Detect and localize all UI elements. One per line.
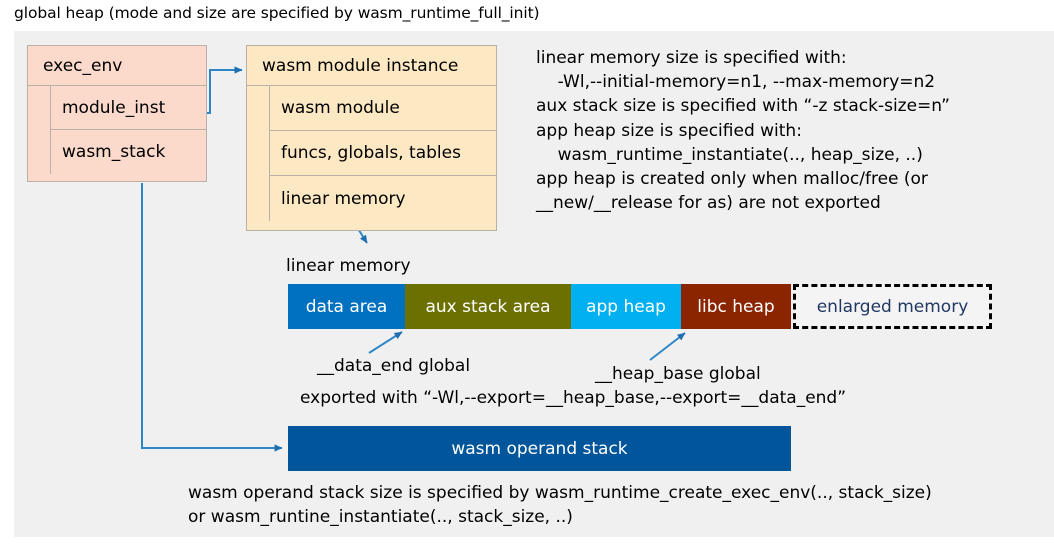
connector-heap-base — [649, 332, 686, 361]
module-instance-indent — [247, 86, 270, 221]
label-data-end-global: __data_end global — [317, 356, 471, 376]
exec-env-row-module-inst: module_inst — [51, 86, 206, 130]
exec-env-title: exec_env — [28, 46, 206, 86]
memory-segment-aux-stack-area: aux stack area — [405, 284, 571, 329]
linear-memory-caption: linear memory — [286, 256, 411, 276]
exec-env-rows: module_inst wasm_stack — [51, 86, 206, 174]
wasm-operand-stack-box: wasm operand stack — [288, 426, 791, 471]
exec-env-box: exec_env module_inst wasm_stack — [27, 45, 207, 182]
page-title: global heap (mode and size are specified… — [14, 4, 540, 22]
exec-env-body: module_inst wasm_stack — [28, 86, 206, 174]
diagram-canvas: exec_env module_inst wasm_stack wasm mod… — [14, 31, 1054, 537]
module-instance-row-funcs-globals-tables: funcs, globals, tables — [270, 131, 496, 176]
label-heap-base-global: __heap_base global — [595, 364, 761, 384]
module-instance-body: wasm module funcs, globals, tables linea… — [247, 86, 496, 221]
connector-data-end — [368, 331, 403, 354]
module-instance-row-wasm-module: wasm module — [270, 86, 496, 131]
module-instance-title: wasm module instance — [247, 46, 496, 86]
module-instance-rows: wasm module funcs, globals, tables linea… — [270, 86, 496, 221]
exec-env-indent — [28, 86, 51, 174]
operand-stack-note: wasm operand stack size is specified by … — [188, 483, 932, 528]
module-instance-row-linear-memory: linear memory — [281, 188, 406, 209]
memory-segment-enlarged-memory: enlarged memory — [793, 284, 992, 329]
module-instance-box: wasm module instance wasm module funcs, … — [246, 45, 497, 231]
label-exported-with: exported with “-Wl,--export=__heap_base,… — [300, 388, 847, 408]
linear-memory-note: linear memory size is specified with: -W… — [536, 48, 950, 214]
memory-segment-app-heap: app heap — [571, 284, 681, 329]
memory-segment-libc-heap: libc heap — [681, 284, 791, 329]
memory-segment-data-area: data area — [288, 284, 405, 329]
exec-env-row-wasm-stack: wasm_stack — [62, 142, 166, 162]
